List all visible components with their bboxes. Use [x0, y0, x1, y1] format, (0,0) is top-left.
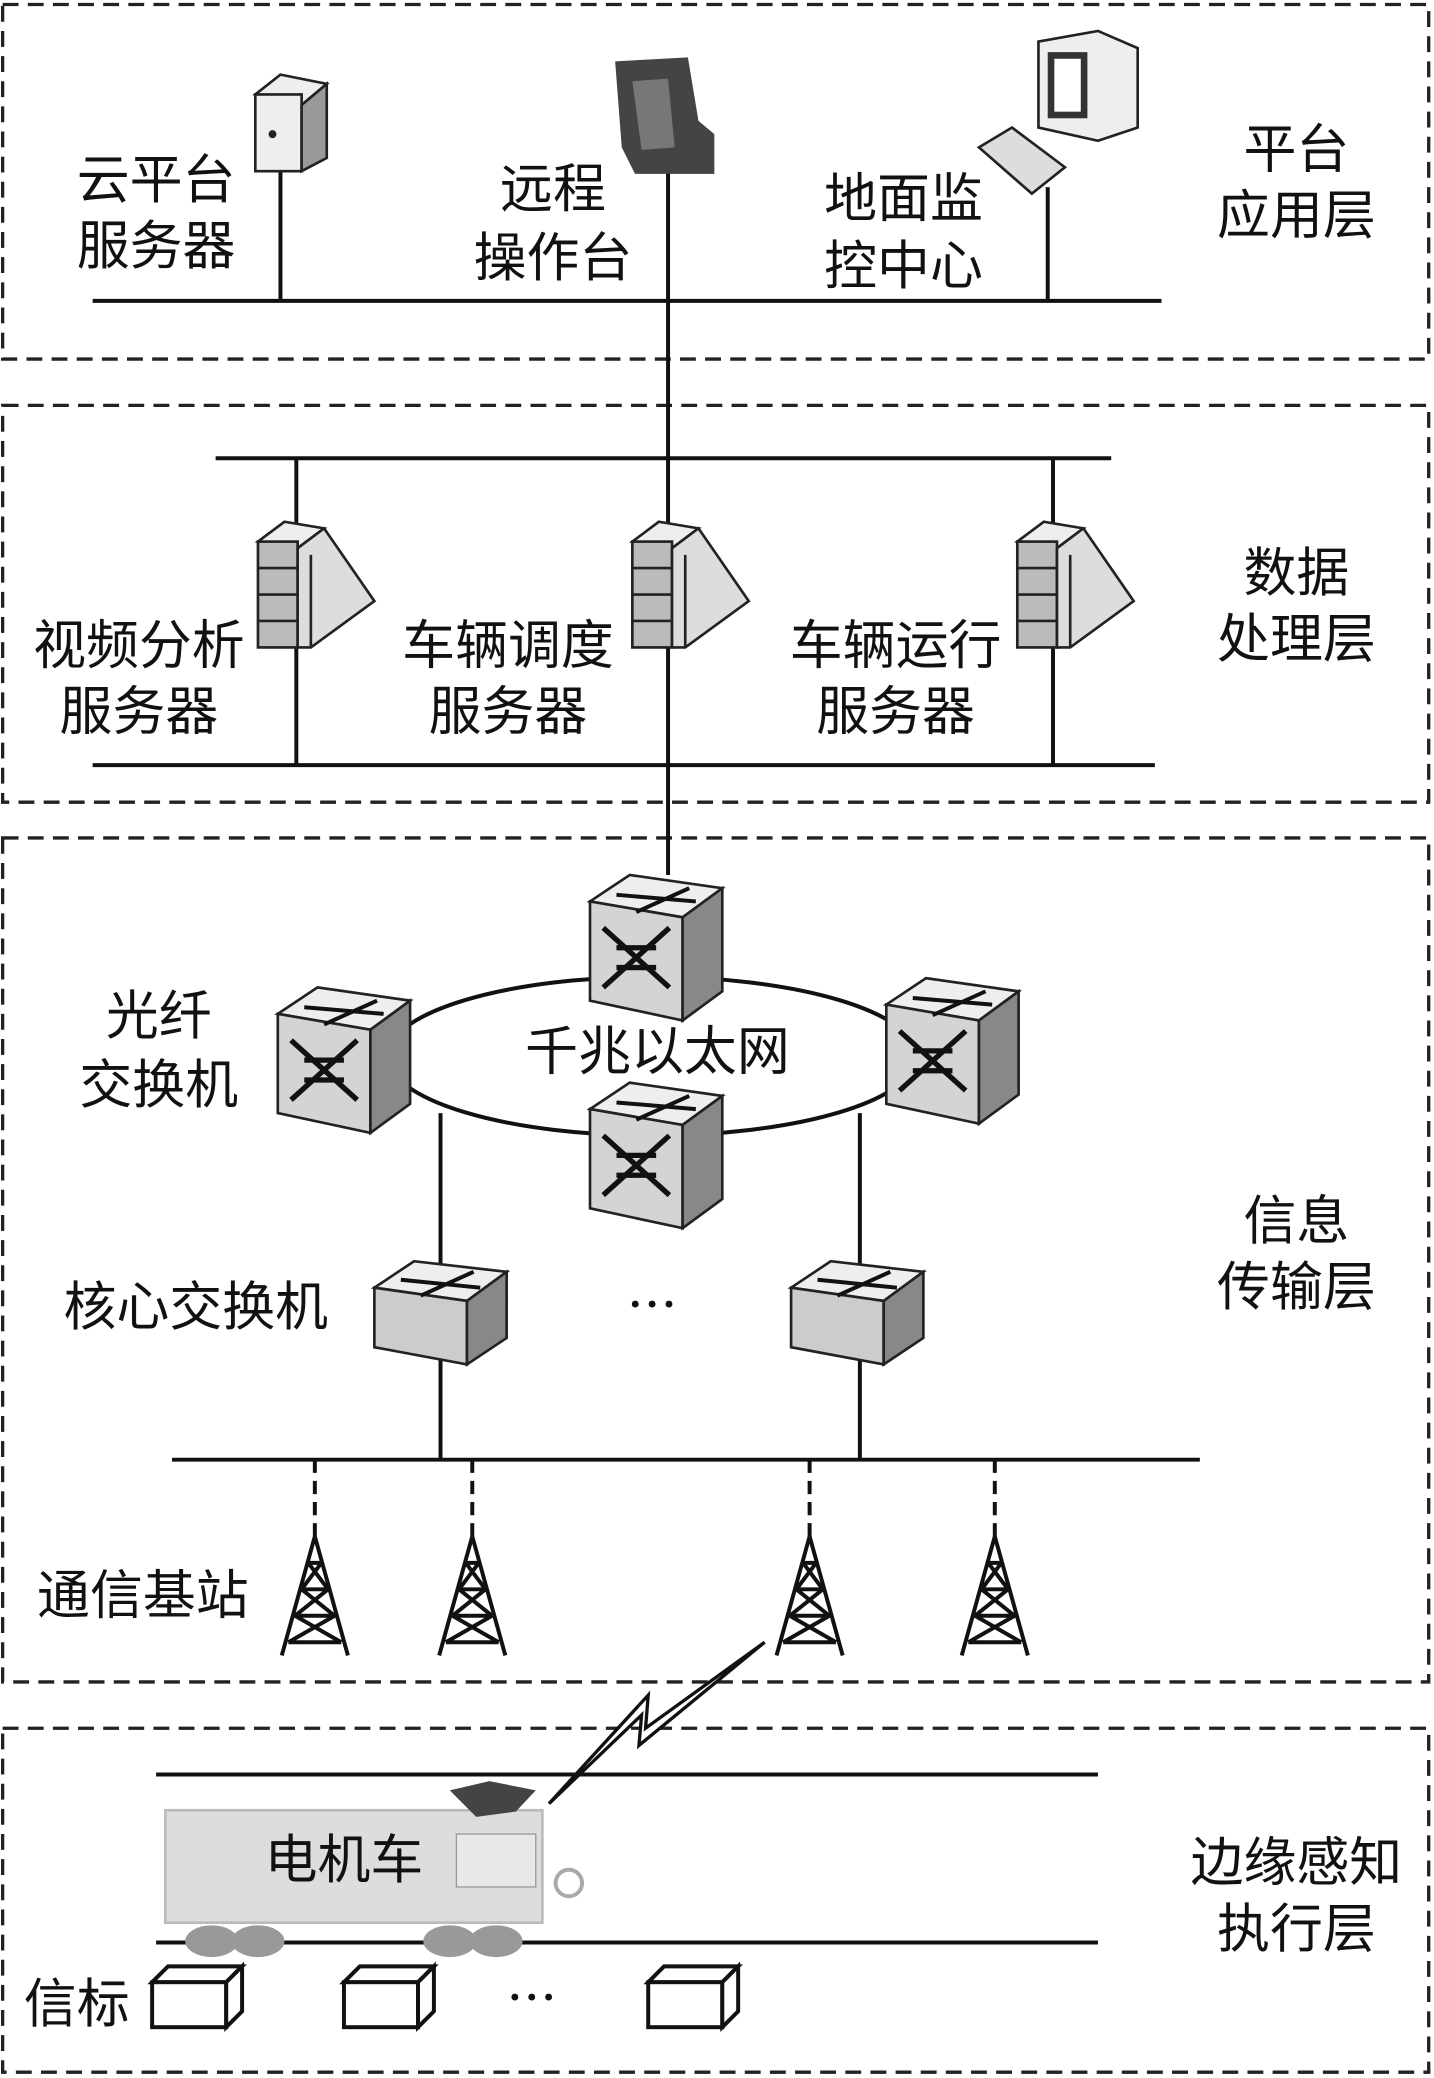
transport-layer-box: [0, 836, 1431, 1684]
ellipsis: ···: [507, 1968, 557, 2029]
beacon-icon: [646, 1964, 741, 2030]
tower-icon: [774, 1534, 845, 1658]
cloud-server-icon: [252, 73, 330, 174]
fiber-switch-label: 光纤: [106, 986, 212, 1047]
locomotive-icon: [164, 1781, 585, 1958]
core-switch-icon: [372, 1259, 509, 1367]
layer-label: 平台: [1244, 119, 1350, 180]
beacon-icon: [341, 1964, 436, 2030]
ring-label: 千兆以太网: [525, 1022, 790, 1083]
video-server-icon: [256, 520, 376, 649]
beacon-icon: [150, 1964, 245, 2030]
ground-monitor-label: 控中心: [824, 236, 983, 297]
video-server-label: 服务器: [60, 682, 219, 743]
dispatch-server-label: 服务器: [429, 682, 588, 743]
wireless-link-icon: [547, 1640, 766, 1805]
layer-label: 应用层: [1217, 186, 1376, 247]
cloud-server-label: 云平台: [77, 150, 236, 211]
edge-layer-box: [0, 1726, 1431, 2074]
operation-server-label: 服务器: [816, 682, 975, 743]
remote-console-label: 操作台: [474, 228, 633, 289]
fiber-switch-icon: [590, 1083, 722, 1229]
layer-label: 传输层: [1217, 1257, 1376, 1318]
layer-label: 边缘感知: [1191, 1833, 1403, 1894]
platform-layer-box: [0, 2, 1431, 361]
fiber-switch-icon: [886, 978, 1018, 1124]
layer-label: 执行层: [1217, 1899, 1376, 1960]
fiber-switch-label: 交换机: [79, 1055, 238, 1116]
layer-label: 信息: [1244, 1191, 1350, 1252]
operation-server-icon: [1015, 520, 1136, 649]
video-server-label: 视频分析: [33, 616, 245, 677]
dispatch-server-icon: [631, 520, 751, 649]
beacon-label: 信标: [24, 1974, 130, 2035]
monitoring-computer-icon: [976, 29, 1139, 196]
tower-icon: [437, 1534, 508, 1658]
fiber-switch-icon: [590, 875, 722, 1021]
core-switch-label: 核心交换机: [64, 1277, 329, 1338]
ellipsis: ···: [627, 1274, 677, 1335]
dispatch-server-label: 车辆调度: [402, 616, 614, 677]
fiber-switch-icon: [278, 987, 410, 1133]
tower-icon: [959, 1534, 1030, 1658]
locomotive-label: 电机车: [265, 1830, 424, 1891]
processing-layer-box: [0, 403, 1431, 804]
remote-console-icon: [615, 57, 715, 174]
operation-server-label: 车辆运行: [790, 616, 1002, 677]
layer-label: 处理层: [1217, 609, 1376, 670]
tower-icon: [279, 1534, 350, 1658]
base-station-label: 通信基站: [37, 1565, 249, 1626]
core-switch-icon: [789, 1259, 926, 1367]
cloud-server-label: 服务器: [77, 216, 236, 277]
layer-label: 数据: [1244, 543, 1350, 604]
remote-console-label: 远程: [500, 159, 606, 220]
ground-monitor-label: 地面监: [824, 168, 983, 229]
